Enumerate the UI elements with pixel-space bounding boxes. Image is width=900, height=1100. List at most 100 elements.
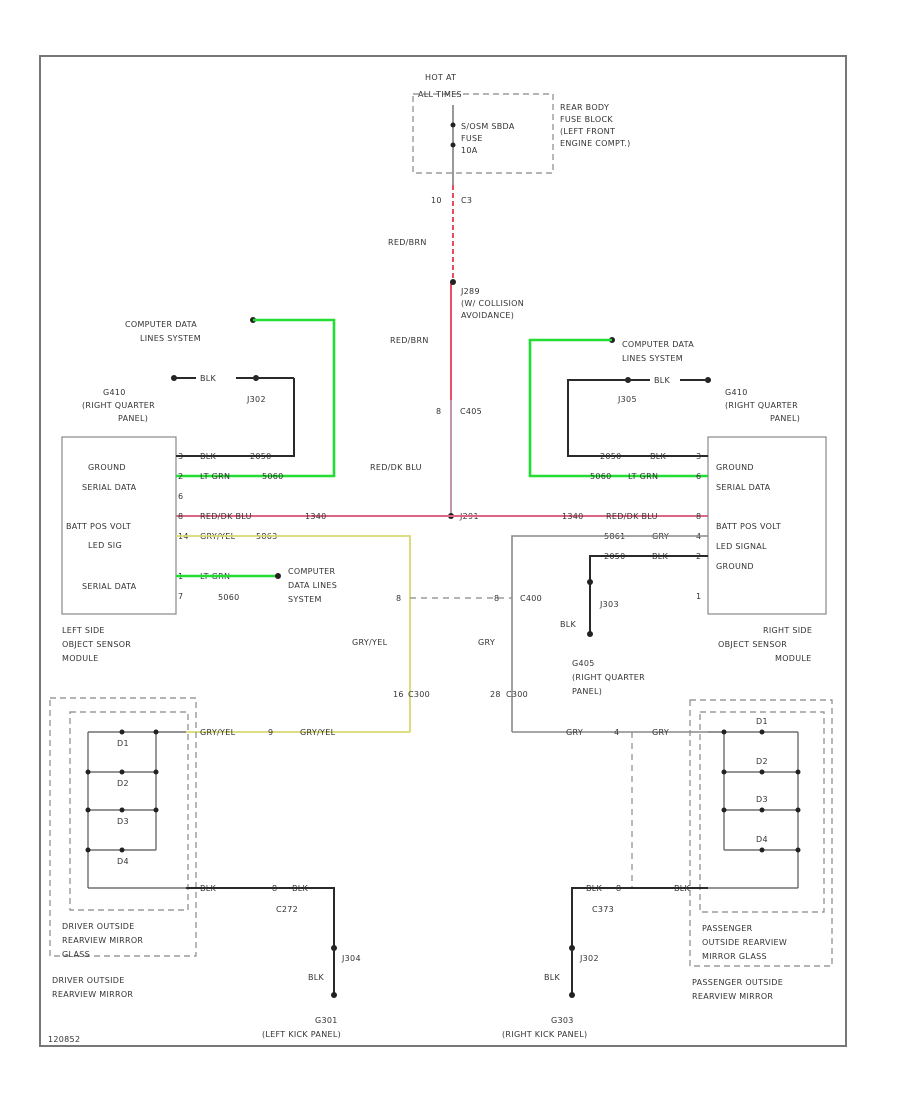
c400-id: C400 — [520, 594, 542, 603]
left-led-d4-node — [85, 847, 91, 853]
left-led-d1-node — [153, 729, 159, 735]
left-module-name-2: OBJECT SENSOR — [62, 640, 131, 649]
right-pin-wire-ground: BLK — [650, 452, 667, 461]
right-module-box — [707, 436, 827, 615]
right-led-d4: D4 — [756, 835, 768, 844]
left-pin-num-8: 8 — [178, 512, 183, 521]
left-mirror-wire1: GRY/YEL — [200, 728, 236, 737]
passenger-mirror-outer-box — [689, 699, 833, 967]
right-cdl-label-2: LINES SYSTEM — [622, 354, 683, 363]
left-pin-wire-ground: BLK — [200, 452, 217, 461]
left-led-d3-node-b — [153, 807, 159, 813]
left-pin-label-batt: BATT POS VOLT — [66, 522, 131, 531]
splice-j289 — [450, 279, 456, 285]
diagram-frame — [39, 55, 847, 1047]
passenger-mirror-circuit: GRY 28 C300 GRY 4 GRY D1 D2 D3 — [478, 638, 833, 1039]
right-pin-wire-serial: LT GRN — [628, 472, 658, 481]
right-pin-label-ground: GROUND — [716, 463, 754, 472]
right-pin-label-ground2: GROUND — [716, 562, 754, 571]
right-pin-wire-batt: RED/DK BLU — [606, 512, 658, 521]
left-pin-label-serial2: SERIAL DATA — [82, 582, 137, 591]
center-conn-pin: 8 — [436, 407, 441, 416]
right-module-name-2: OBJECT SENSOR — [718, 640, 787, 649]
left-led-d4: D4 — [117, 857, 129, 866]
right-ground-wire — [567, 379, 708, 457]
left-pin-num-3: 3 — [178, 452, 183, 461]
driver-glass-name-3: GLASS — [62, 950, 90, 959]
right-pin-num-8: 8 — [696, 512, 701, 521]
left-object-sensor-module: COMPUTER DATA LINES SYSTEM BLK G410 (RIG… — [61, 317, 411, 732]
driver-mirror-outer-box — [49, 697, 197, 957]
right-g405-id: G405 — [572, 659, 595, 668]
left-led-d1: D1 — [117, 739, 129, 748]
passenger-glass-name-1: PASSENGER — [702, 924, 753, 933]
left-serial-data-wire — [176, 318, 336, 478]
left-led-d3-dot — [119, 807, 125, 813]
center-bottom-color: RED/DK BLU — [370, 463, 422, 472]
right-led-d4-dot — [759, 847, 765, 853]
right-mirror-wire1: GRY — [566, 728, 583, 737]
left-led-d2: D2 — [117, 779, 129, 788]
left-cdl2-2: DATA LINES — [288, 581, 337, 590]
right-j303-dot — [587, 579, 593, 585]
right-g405-loc-1: (RIGHT QUARTER — [572, 673, 645, 682]
right-pin-circuit-ground: 2050 — [600, 452, 622, 461]
left-g410-id: G410 — [103, 388, 126, 397]
footer-code: 120852 — [48, 1035, 80, 1044]
right-j302-wire: BLK — [544, 973, 561, 982]
fuse-conn-pin: 10 — [431, 196, 442, 205]
driver-glass-name-1: DRIVER OUTSIDE — [62, 922, 135, 931]
left-gnd-wire: BLK — [200, 374, 217, 383]
right-gnd-wire: BLK — [654, 376, 671, 385]
left-cdl2-dot — [275, 573, 281, 579]
left-cdl2-circuit: 5060 — [218, 593, 240, 602]
left-mirror-gnd-conn-id: C272 — [276, 905, 298, 914]
right-g405-dot — [587, 631, 593, 637]
splice-j289-desc-1: (W/ COLLISION — [461, 299, 524, 308]
left-j304: J304 — [341, 954, 361, 963]
left-led-d3: D3 — [117, 817, 129, 826]
left-pin-circuit-ground: 2050 — [250, 452, 272, 461]
right-pin-num-6: 6 — [696, 472, 701, 481]
right-lower-gnd-wire: BLK — [560, 620, 577, 629]
right-module-name-1: RIGHT SIDE — [763, 626, 812, 635]
splice-j289-desc-2: AVOIDANCE) — [461, 311, 514, 320]
left-pin-num-6: 6 — [178, 492, 183, 501]
right-pin-num-1: 1 — [696, 592, 701, 601]
hot-at-label: HOT AT — [425, 73, 456, 82]
left-led-d2-node-a — [85, 769, 91, 775]
fuse-name: S/OSM SBDA — [461, 122, 515, 131]
left-mirror-gnd-wire2: BLK — [292, 884, 309, 893]
right-lower-wire-color: GRY — [478, 638, 495, 647]
right-mirror-gnd-conn-id: C373 — [592, 905, 614, 914]
center-upper-color: RED/BRN — [388, 238, 427, 247]
driver-mirror-name-1: DRIVER OUTSIDE — [52, 976, 125, 985]
left-mirror-ground-wire — [186, 887, 335, 948]
right-mirror-gnd-pin: 8 — [616, 884, 621, 893]
right-pin-label-serial: SERIAL DATA — [716, 483, 771, 492]
right-lower-conn-id: C300 — [506, 690, 528, 699]
right-pin-label-led: LED SIGNAL — [716, 542, 767, 551]
right-g410-id: G410 — [725, 388, 748, 397]
right-led-d1-node — [721, 729, 727, 735]
right-led-d2-node-a — [721, 769, 727, 775]
driver-mirror-name-2: REARVIEW MIRROR — [52, 990, 133, 999]
left-cdl2-3: SYSTEM — [288, 595, 322, 604]
left-j302: J302 — [246, 395, 266, 404]
right-led-d2-node-b — [795, 769, 801, 775]
right-mirror-gnd-wire2: BLK — [586, 884, 603, 893]
fuse-rating: 10A — [461, 146, 478, 155]
right-cdl-label-1: COMPUTER DATA — [622, 340, 694, 349]
left-g410-loc-2: PANEL) — [118, 414, 148, 423]
right-led-d1: D1 — [756, 717, 768, 726]
passenger-mirror-glass-box — [699, 711, 825, 913]
c400-right-pin: 8 — [494, 594, 499, 603]
driver-mirror-circuit: GRY/YEL 16 C300 GRY/YEL 9 GRY/YEL D1 — [49, 638, 430, 1039]
left-mirror-conn-pin: 9 — [268, 728, 273, 737]
left-module-name-3: MODULE — [62, 654, 99, 663]
left-led-d3-node-a — [85, 807, 91, 813]
driver-mirror-glass-box — [69, 711, 189, 911]
left-pin-wire-serial: LT GRN — [200, 472, 230, 481]
fuse-terminal-top — [450, 122, 456, 128]
left-led-d2-node-b — [153, 769, 159, 775]
